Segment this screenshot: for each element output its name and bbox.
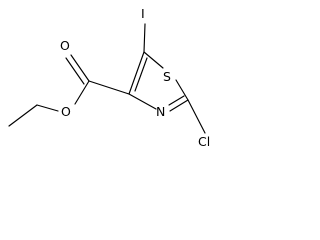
bond-carbonyl-ester-oxygen <box>74 80 90 105</box>
ester-oxygen-label: O <box>61 104 71 119</box>
bond-c2-n3-inner <box>168 95 185 106</box>
molecule-structure: I S N Cl O O <box>8 6 210 149</box>
bond-ester-oxygen-ch2 <box>36 104 59 112</box>
bonds <box>8 23 206 134</box>
nitrogen-label: N <box>156 104 165 119</box>
sulfur-label: S <box>163 69 171 84</box>
bond-carbonyl-double-outer <box>70 54 90 82</box>
bond-ethyl <box>8 104 38 127</box>
iodine-label: I <box>141 6 145 21</box>
bond-c4-carbonyl-carbon <box>88 80 130 95</box>
bond-c4-c5 <box>128 51 145 95</box>
bond-c2-n3 <box>169 99 189 112</box>
atom-labels: I S N Cl O O <box>60 6 210 149</box>
bond-c2-chlorine <box>187 99 206 134</box>
bond-c4-c5-inner <box>134 57 148 92</box>
bond-c5-iodine <box>143 23 146 53</box>
bond-carbonyl-double-inner <box>65 57 85 85</box>
bond-s1-c2 <box>175 79 189 101</box>
bond-n3-c4 <box>128 93 157 110</box>
carbonyl-oxygen-label: O <box>60 38 70 53</box>
bond-c5-s1 <box>143 51 164 69</box>
structure-canvas: I S N Cl O O <box>0 0 228 151</box>
chlorine-label: Cl <box>198 134 210 149</box>
